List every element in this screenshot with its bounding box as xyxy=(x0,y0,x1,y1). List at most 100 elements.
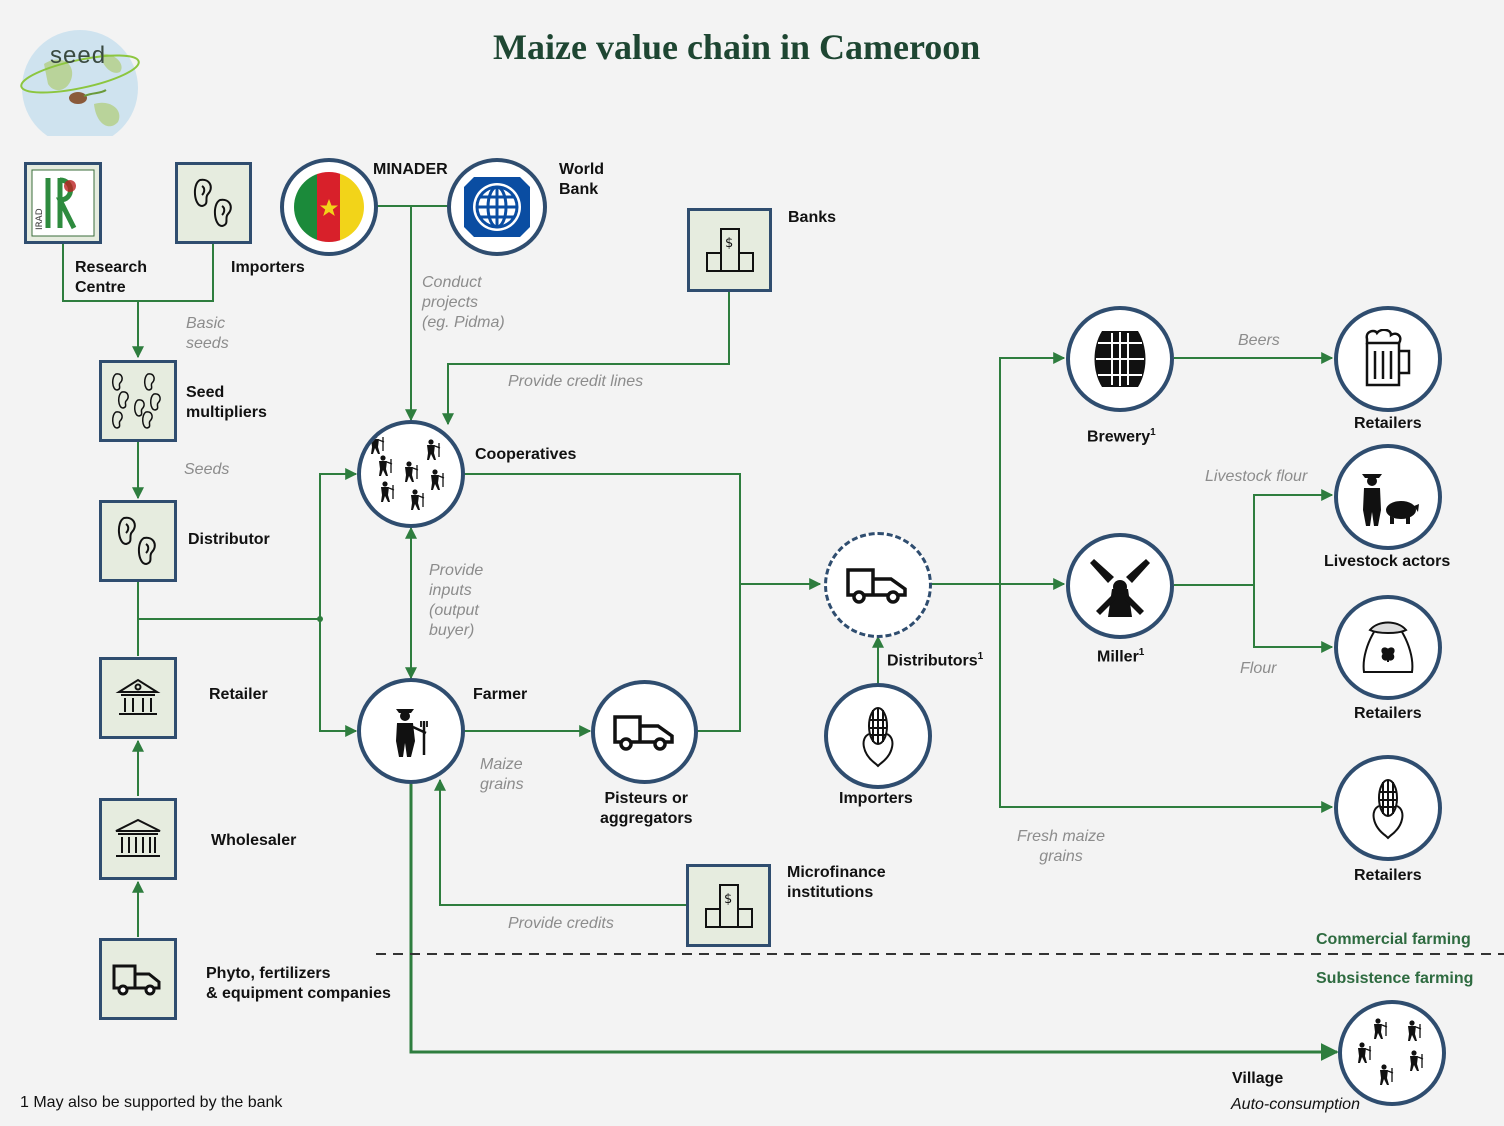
minader-label: MINADER xyxy=(373,161,448,178)
svg-text:$: $ xyxy=(725,236,733,251)
maize-cob-icon xyxy=(862,707,894,768)
retailers-beer-label: Retailers xyxy=(1354,415,1422,432)
distributor-node xyxy=(99,500,177,582)
windmill-icon xyxy=(1090,559,1150,617)
wholesaler-label: Wholesaler xyxy=(211,832,297,849)
research-centre-label: Research Centre xyxy=(75,259,148,296)
flow-label-maize-grains: Maize grains xyxy=(480,756,524,793)
seed-logo: seed xyxy=(14,14,144,136)
retailer-node xyxy=(99,657,177,739)
research-centre-node: IRAD xyxy=(24,162,102,244)
svg-text:$: $ xyxy=(724,892,732,907)
logo-text: seed xyxy=(50,42,107,69)
seed-multipliers-label: Seed multipliers xyxy=(186,384,267,421)
svg-text:IRAD: IRAD xyxy=(35,208,45,230)
phyto-label: Phyto, fertilizers & equipment companies xyxy=(206,965,391,1002)
importers-seed-label: Importers xyxy=(231,259,305,276)
village-label: Village xyxy=(1232,1070,1284,1087)
village-node xyxy=(1338,1000,1446,1106)
importers-maize-node xyxy=(824,683,932,789)
brewery-label: Brewery1 xyxy=(1087,423,1156,447)
livestock-actors-label: Livestock actors xyxy=(1324,553,1451,570)
connector-coop-distributors xyxy=(464,473,741,584)
phyto-node xyxy=(99,938,177,1020)
world-bank-node xyxy=(447,158,547,256)
cooperatives-node xyxy=(357,420,465,528)
bank-building-icon: $ xyxy=(705,228,754,272)
minader-node xyxy=(280,158,378,256)
microfinance-label: Microfinance institutions xyxy=(787,864,886,901)
miller-label: Miller1 xyxy=(1097,643,1144,667)
seed-multipliers-node xyxy=(99,360,177,442)
miller-node xyxy=(1066,533,1174,639)
globe-logo-icon xyxy=(20,30,140,136)
pisteurs-node xyxy=(591,680,698,784)
banks-label: Banks xyxy=(788,209,837,226)
truck-icon xyxy=(612,715,674,751)
farmer-icon xyxy=(396,709,428,757)
retailer-label: Retailer xyxy=(209,686,268,703)
warehouse-icon xyxy=(115,818,161,857)
arrow-to-brewery xyxy=(999,352,1066,584)
brewery-footnote-mark: 1 xyxy=(1150,427,1156,438)
flow-label-seeds: Seeds xyxy=(184,461,230,478)
farmer-node xyxy=(357,678,465,784)
retailers-flour-node xyxy=(1334,595,1442,700)
retailers-beer-node xyxy=(1334,306,1442,412)
world-bank-globe-icon xyxy=(464,177,530,237)
world-bank-label: World Bank xyxy=(559,161,605,198)
flow-label-livestock-flour: Livestock flour xyxy=(1205,468,1308,485)
seeds-icon xyxy=(118,516,156,566)
arrow-flour xyxy=(1253,585,1334,653)
importers-maize-label: Importers xyxy=(839,790,913,807)
bank-building-icon: $ xyxy=(704,883,753,928)
flow-label-conduct-projects: Conduct projects (eg. Pidma) xyxy=(422,274,505,331)
flow-label-beers: Beers xyxy=(1238,332,1280,349)
truck-icon xyxy=(112,964,161,996)
miller-label-text: Miller xyxy=(1097,648,1139,666)
retailers-fresh-label: Retailers xyxy=(1354,867,1422,884)
miller-footnote-mark: 1 xyxy=(1138,647,1145,658)
connector-pisteurs-distributors xyxy=(697,584,741,732)
flow-label-basic-seeds: Basic seeds xyxy=(186,315,229,352)
arrow-fresh-maize xyxy=(999,584,1334,813)
distributor-label: Distributor xyxy=(188,531,270,548)
arrow-provide-credits xyxy=(434,778,686,906)
flow-label-flour: Flour xyxy=(1240,660,1277,677)
farmers-group-icon xyxy=(371,433,445,511)
banks-node: $ xyxy=(687,208,772,292)
distributors-footnote-mark: 1 xyxy=(977,651,984,662)
auto-consumption-label: Auto-consumption xyxy=(1231,1096,1360,1113)
footnote: 1 May also be supported by the bank xyxy=(20,1094,283,1111)
importers-seed-node xyxy=(175,162,252,244)
farmer-with-pig-icon xyxy=(1362,474,1419,526)
cameroon-flag-icon xyxy=(294,172,364,242)
flour-sack-icon xyxy=(1362,621,1414,673)
farmer-label: Farmer xyxy=(473,686,528,703)
barrel-icon xyxy=(1094,331,1146,387)
arrow-credit-lines xyxy=(442,291,730,426)
flow-label-credit-lines: Provide credit lines xyxy=(508,373,644,390)
retailers-flour-label: Retailers xyxy=(1354,705,1422,722)
maize-cob-icon xyxy=(1372,779,1404,840)
cooperatives-label: Cooperatives xyxy=(475,446,577,463)
wholesaler-node xyxy=(99,798,177,880)
truck-icon xyxy=(846,568,907,604)
livestock-actors-node xyxy=(1334,444,1442,550)
distributors-label-text: Distributors xyxy=(887,652,978,670)
commercial-farming-label: Commercial farming xyxy=(1316,931,1471,948)
arrow-to-village xyxy=(409,784,1339,1061)
many-seeds-icon xyxy=(111,373,161,429)
arrow-to-farmer-inputs xyxy=(319,619,358,737)
distributors-label: Distributors1 xyxy=(887,647,983,671)
beer-mug-icon xyxy=(1365,329,1411,387)
flow-label-provide-credits: Provide credits xyxy=(508,915,614,932)
store-icon xyxy=(115,678,161,715)
pisteurs-label: Pisteurs or aggregators xyxy=(600,790,693,827)
page-title: Maize value chain in Cameroon xyxy=(493,27,981,67)
farmers-group-icon xyxy=(1357,1017,1424,1086)
arrow-livestock-flour xyxy=(1253,489,1334,585)
distributors-node xyxy=(824,532,932,638)
seeds-icon xyxy=(193,178,232,228)
